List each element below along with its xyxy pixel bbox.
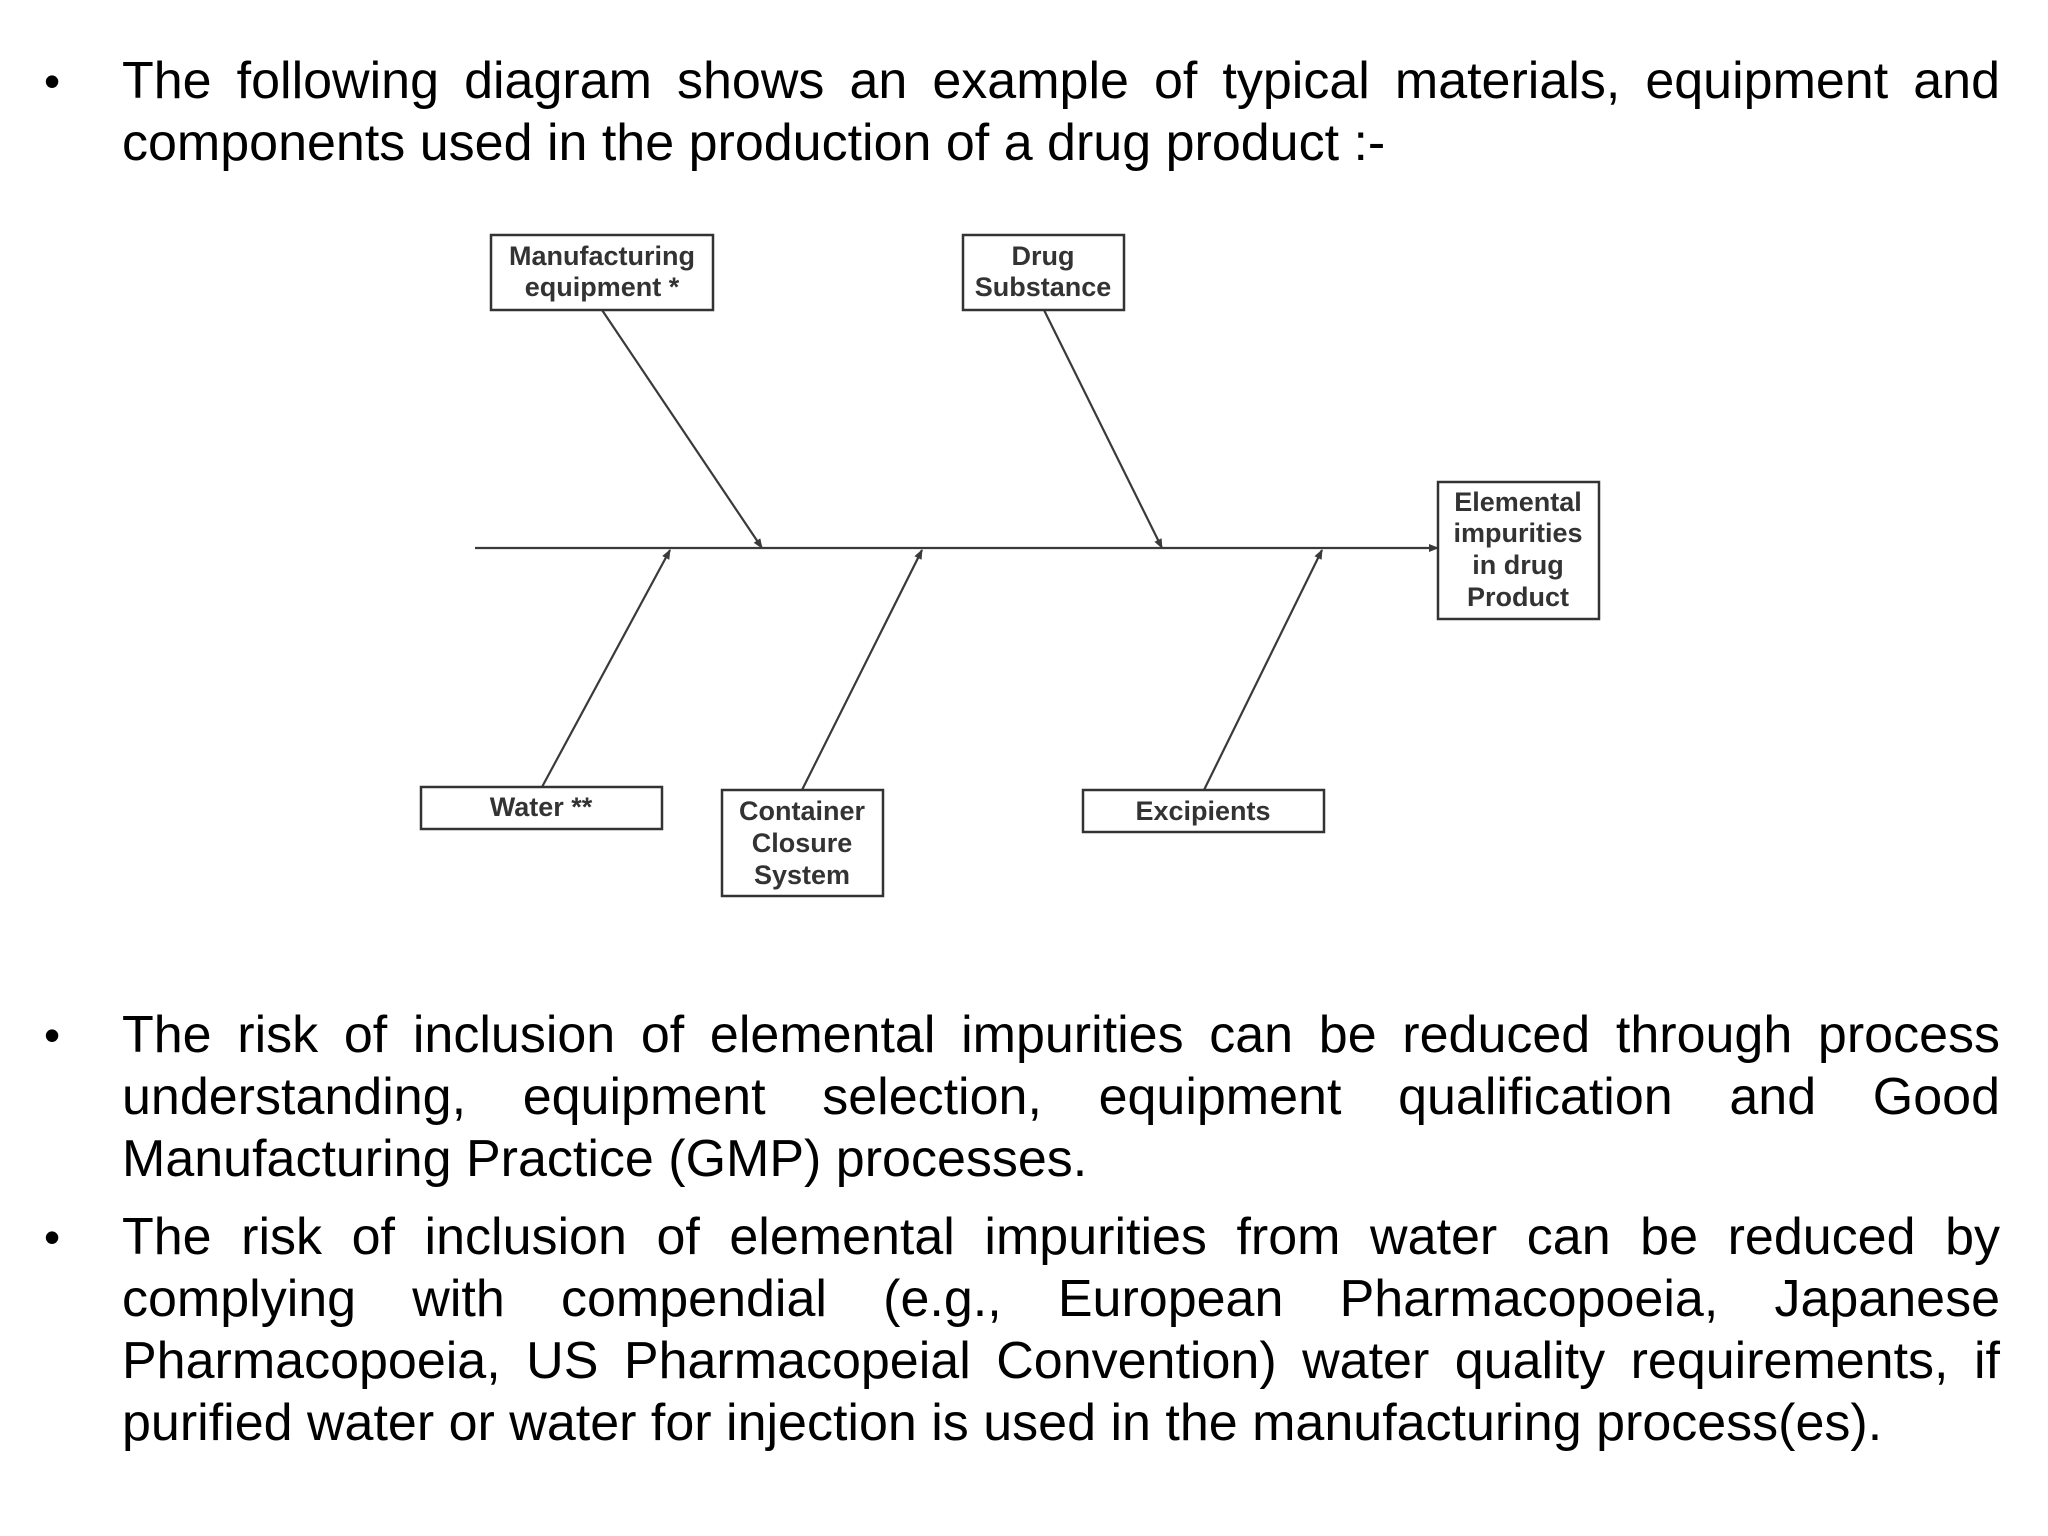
effect-line4: Product — [1467, 582, 1569, 612]
drug-substance-line1: Drug — [1012, 241, 1075, 271]
bullet-marker: • — [44, 1009, 61, 1061]
intro-text: The following diagram shows an example o… — [122, 52, 2000, 172]
manufacturing-equipment-line1: Manufacturing — [509, 241, 695, 271]
bone-manufacturing-equipment — [601, 309, 763, 549]
effect-line2: impurities — [1453, 518, 1582, 548]
box-manufacturing-equipment: Manufacturing equipment * — [489, 233, 715, 312]
risk-process-text: The risk of inclusion of elemental impur… — [122, 1006, 2000, 1188]
drug-substance-line2: Substance — [975, 272, 1112, 302]
excipients-label: Excipients — [1135, 796, 1270, 826]
box-container-closure: Container Closure System — [720, 788, 885, 898]
box-excipients: Excipients — [1081, 788, 1326, 834]
bullet-marker: • — [44, 55, 61, 107]
bone-drug-substance — [1043, 309, 1163, 549]
bone-water — [541, 549, 671, 788]
bullet-marker: • — [44, 1211, 61, 1263]
box-drug-substance: Drug Substance — [961, 233, 1126, 312]
container-closure-line3: System — [754, 860, 850, 890]
box-water: Water ** — [419, 785, 664, 831]
bone-container-closure — [801, 549, 923, 791]
effect-line3: in drug — [1472, 550, 1563, 580]
bone-excipients — [1203, 549, 1323, 791]
container-closure-line1: Container — [739, 796, 866, 826]
effect-line1: Elemental — [1454, 487, 1582, 517]
risk-water-text: The risk of inclusion of elemental impur… — [122, 1208, 2000, 1452]
container-closure-line2: Closure — [752, 828, 853, 858]
manufacturing-equipment-line2: equipment * — [525, 272, 680, 302]
water-label: Water ** — [490, 792, 593, 822]
box-elemental-impurities: Elemental impurities in drug Product — [1436, 480, 1601, 621]
